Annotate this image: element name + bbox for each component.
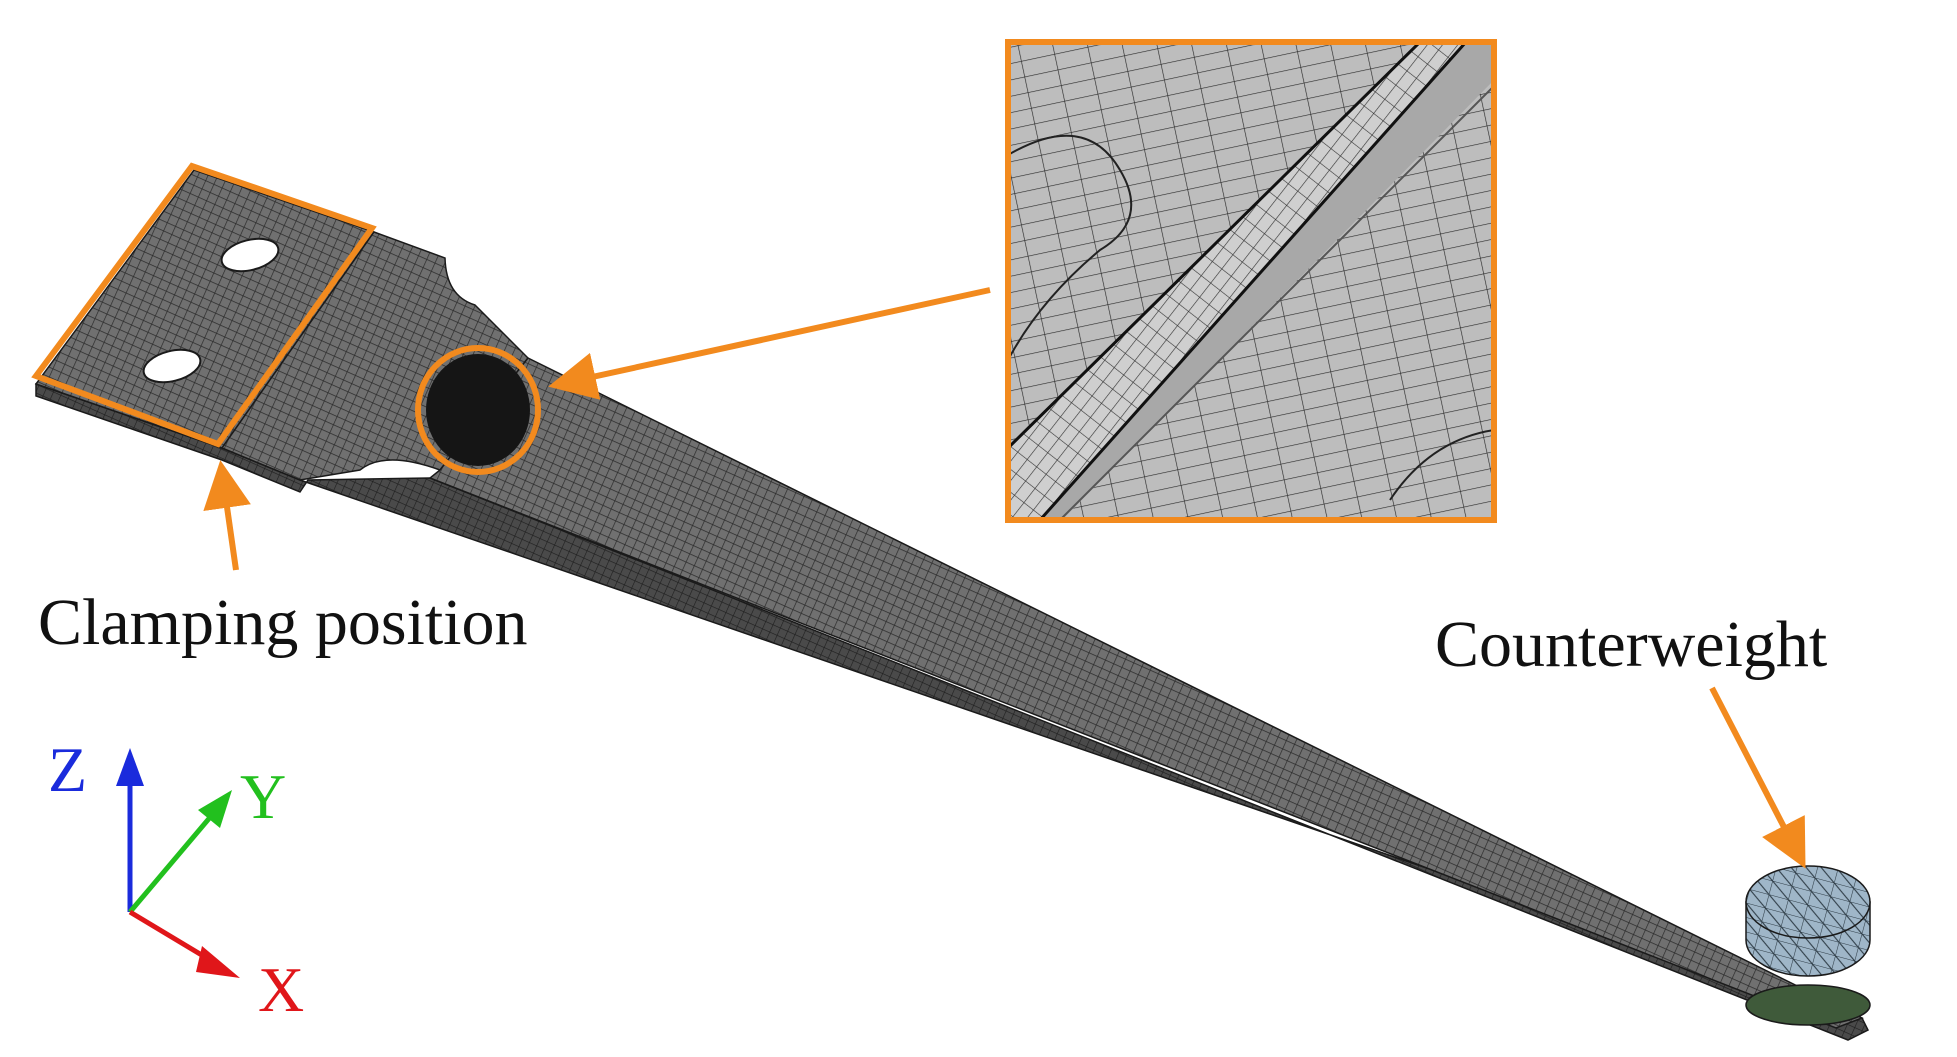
- inset-pointer-arrow: [548, 287, 991, 400]
- clamping-highlight: [31, 162, 377, 448]
- clamping-position-label: Clamping position: [38, 586, 528, 659]
- axis-y-label: Y: [240, 761, 287, 832]
- counterweight-pointer-arrow: [1709, 686, 1806, 869]
- counterweight-model: [1745, 865, 1871, 1026]
- bolt-hole-lower: [142, 348, 202, 384]
- bolt-hole-upper: [220, 237, 280, 273]
- inset-frame: [1005, 39, 1497, 523]
- refined-region-highlight: [415, 345, 541, 475]
- counterweight-label: Counterweight: [1435, 608, 1828, 681]
- clamping-pointer-arrow: [203, 460, 251, 571]
- zoom-inset: [1005, 39, 1497, 523]
- refined-mesh-region: [426, 354, 530, 466]
- axis-triad: [116, 748, 240, 978]
- axis-z-label: Z: [48, 734, 88, 805]
- beam-side-face: [35, 382, 1870, 1041]
- beam-structure: [34, 169, 1870, 1041]
- axis-x-label: X: [258, 954, 305, 1025]
